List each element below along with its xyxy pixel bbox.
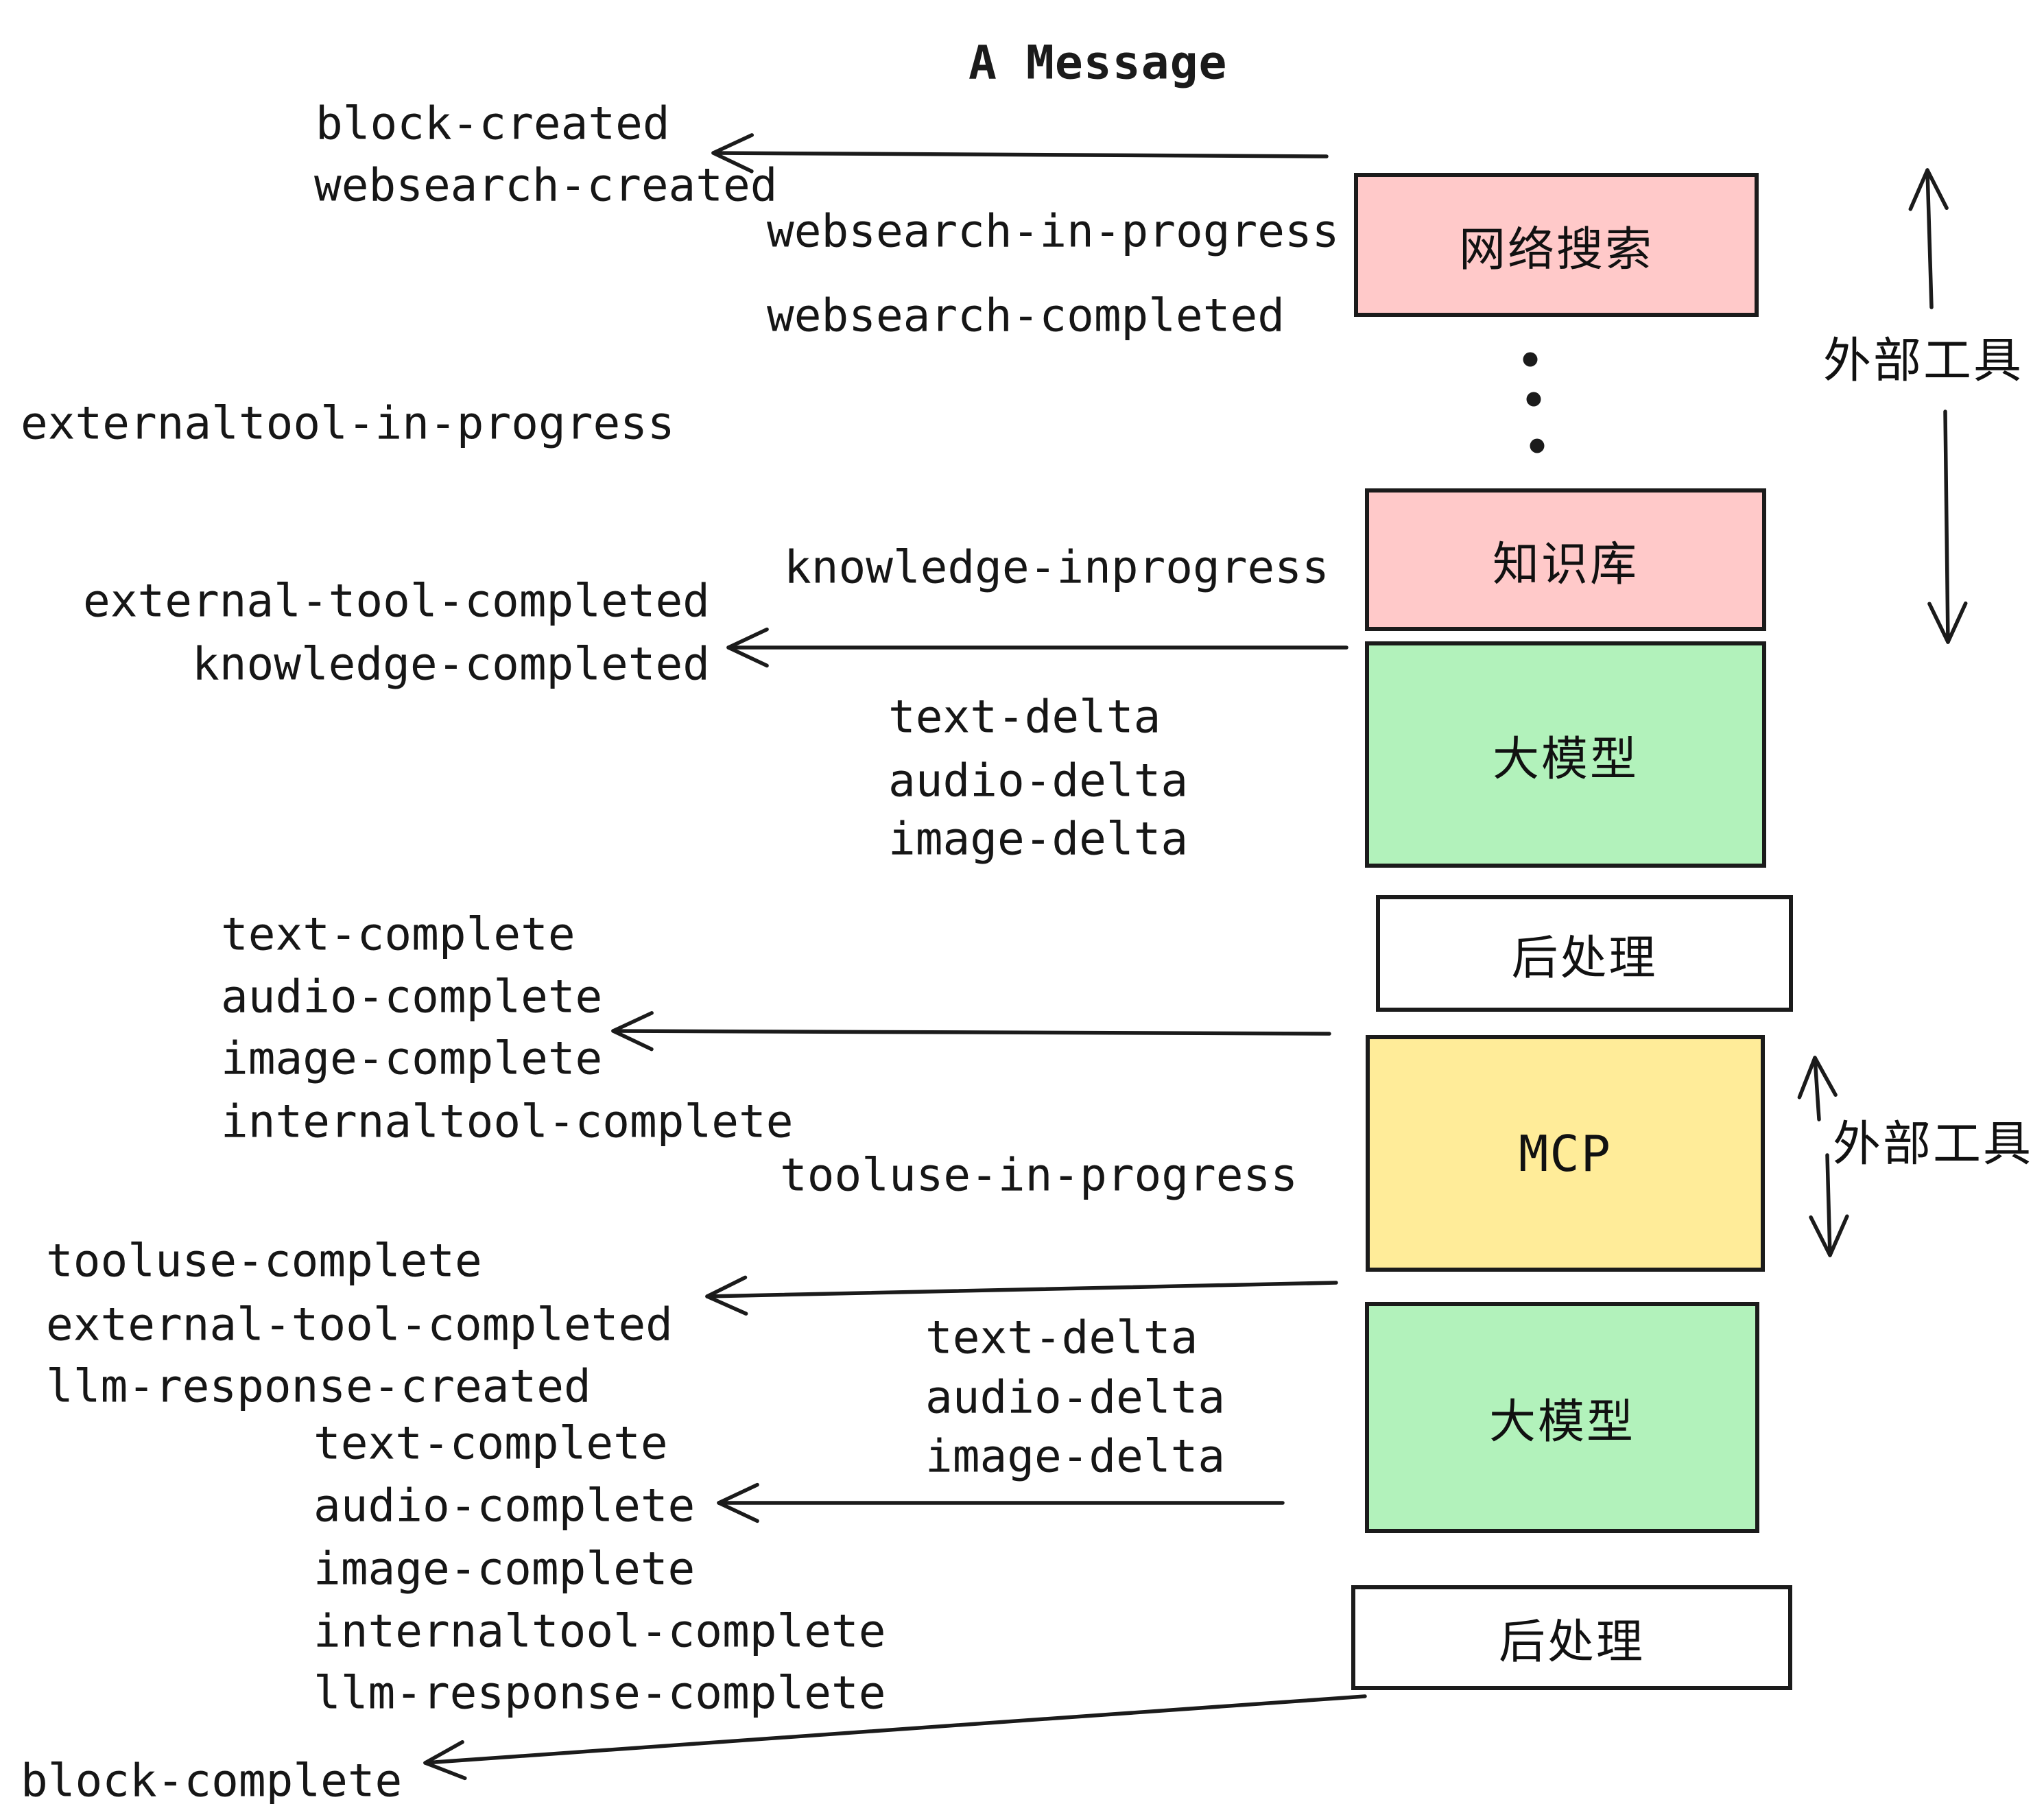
diagram-title: A Message — [968, 36, 1228, 91]
ellipsis-dot-3 — [1530, 438, 1545, 453]
ellipsis-dot-2 — [1526, 392, 1541, 407]
event-label-block-complete: block-complete — [21, 1754, 403, 1804]
event-label-llm-response-complete: llm-response-complete — [313, 1666, 886, 1720]
event-label-internaltool-complete-2: internaltool-complete — [313, 1604, 886, 1658]
event-label-image-delta-2: image-delta — [925, 1429, 1226, 1483]
event-label-external-tool-completed-2: external-tool-completed — [46, 1298, 673, 1351]
event-label-internaltool-complete: internaltool-complete — [221, 1095, 794, 1148]
box-llm-1: 大模型 — [1365, 641, 1766, 868]
box-label-llm-2: 大模型 — [1488, 1396, 1635, 1448]
event-label-websearch-created: websearch-created — [314, 158, 778, 212]
arrow-external-tools-down-2 — [1809, 1153, 1849, 1257]
ellipsis-dot-1 — [1523, 352, 1538, 367]
event-label-audio-delta-2: audio-delta — [925, 1370, 1226, 1424]
event-label-externaltool-in-progress: externaltool-in-progress — [21, 396, 675, 450]
box-label-llm-1: 大模型 — [1492, 733, 1639, 785]
arrow-return-websearch-created — [711, 133, 1329, 174]
box-post-processing-1: 后处理 — [1376, 895, 1793, 1012]
arrow-external-tools-up-1 — [1908, 168, 1949, 309]
side-label-external-tools-2: 外部工具 — [1833, 1117, 2033, 1171]
arrow-return-audio-complete — [717, 1482, 1285, 1523]
box-knowledge: 知识库 — [1365, 488, 1766, 631]
box-mcp: MCP — [1366, 1035, 1765, 1272]
event-label-tooluse-complete: tooluse-complete — [46, 1234, 482, 1287]
event-label-tooluse-in-progress: tooluse-in-progress — [780, 1148, 1298, 1202]
arrow-return-knowledge-completed — [726, 627, 1348, 668]
box-post-processing-2: 后处理 — [1351, 1585, 1792, 1690]
event-label-knowledge-completed: knowledge-completed — [192, 637, 710, 691]
arrow-external-tools-up-2 — [1797, 1056, 1838, 1121]
event-label-image-delta: image-delta — [888, 812, 1189, 866]
event-label-audio-complete-2: audio-complete — [313, 1479, 696, 1532]
event-label-text-delta-2: text-delta — [925, 1311, 1198, 1364]
arrow-return-image-complete — [611, 1011, 1331, 1052]
event-label-audio-delta: audio-delta — [888, 754, 1189, 807]
event-label-audio-complete: audio-complete — [221, 970, 603, 1023]
event-label-knowledge-inprogress: knowledge-inprogress — [784, 541, 1329, 594]
event-label-image-complete-2: image-complete — [313, 1542, 696, 1595]
event-label-external-tool-completed: external-tool-completed — [83, 574, 710, 628]
event-label-websearch-completed: websearch-completed — [767, 289, 1285, 342]
box-label-post-processing-2: 后处理 — [1498, 1616, 1645, 1668]
arrow-return-tooluse-complete — [705, 1275, 1338, 1316]
event-label-text-complete-2: text-complete — [313, 1416, 668, 1470]
box-label-post-processing-1: 后处理 — [1511, 931, 1658, 984]
arrow-external-tools-down-1 — [1927, 410, 1968, 644]
event-label-websearch-in-progress: websearch-in-progress — [767, 204, 1340, 258]
box-label-websearch: 网络搜索 — [1458, 223, 1654, 276]
box-label-knowledge: 知识库 — [1492, 538, 1639, 591]
box-label-mcp: MCP — [1518, 1124, 1613, 1183]
event-label-text-complete: text-complete — [221, 907, 575, 961]
event-label-block-created: block-created — [316, 97, 670, 150]
event-label-text-delta: text-delta — [888, 690, 1161, 744]
event-label-image-complete: image-complete — [221, 1032, 603, 1085]
box-websearch: 网络搜索 — [1354, 173, 1759, 317]
arrow-return-block-complete — [423, 1694, 1367, 1781]
side-label-external-tools-1: 外部工具 — [1823, 333, 2023, 388]
event-label-llm-response-created: llm-response-created — [46, 1360, 591, 1413]
box-llm-2: 大模型 — [1365, 1302, 1759, 1533]
